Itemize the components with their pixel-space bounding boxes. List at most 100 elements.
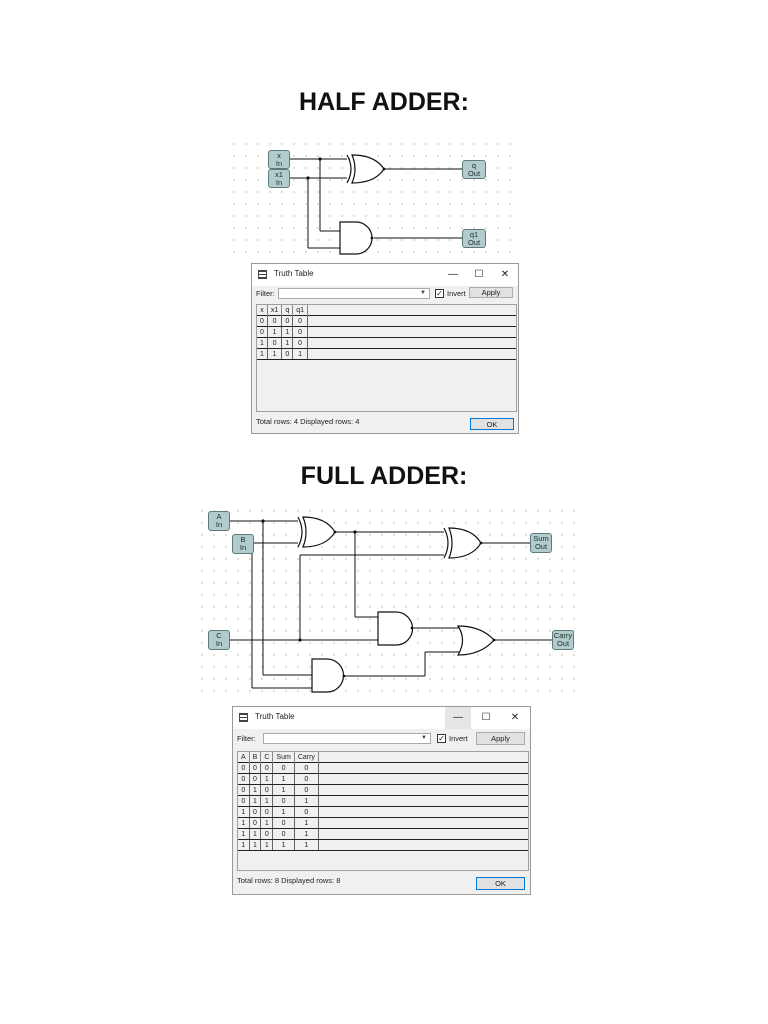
full-adder-canvas[interactable] [196,505,576,700]
filter-label: Filter: [256,289,275,298]
table-cell: 1 [281,326,294,338]
maximize-button[interactable]: ☐ [474,269,484,280]
invert-checkbox[interactable]: ✓ [435,289,444,298]
full-adder-or-gate [456,625,495,656]
table-cell: 0 [292,326,309,338]
header-filler [318,752,528,763]
table-cell: 0 [238,795,250,807]
ok-button[interactable]: OK [470,418,514,430]
apply-button[interactable]: Apply [469,287,513,298]
table-cell: 1 [238,817,250,829]
full-adder-truth-table-dialog[interactable]: Truth Table — ☐ ✕ Filter: ▼ ✓ Invert App… [232,706,531,895]
title-bar[interactable]: Truth Table — ☐ ✕ [252,264,518,286]
table-cell: 1 [257,348,268,360]
filter-combobox[interactable]: ▼ [278,288,430,299]
row-filler [318,773,528,785]
table-cell: 1 [294,817,319,829]
table-cell: 0 [260,828,274,840]
row-filler [318,828,528,840]
column-header[interactable]: q [281,305,294,316]
column-header[interactable]: Sum [272,752,295,763]
apply-button[interactable]: Apply [476,732,525,745]
table-cell: 1 [267,348,283,360]
minimize-button[interactable]: — [448,269,458,280]
table-cell: 0 [272,762,295,774]
table-cell: 0 [260,806,274,818]
column-header[interactable]: B [249,752,262,763]
table-cell: 1 [260,795,274,807]
table-cell: 1 [238,839,250,851]
table-cell: 1 [260,773,274,785]
row-filler [318,795,528,807]
chevron-down-icon: ▼ [421,735,427,741]
table-cell: 1 [249,828,262,840]
maximize-button[interactable]: ☐ [481,712,491,723]
column-header[interactable]: x [257,305,268,316]
table-cell: 0 [294,762,319,774]
column-header[interactable]: q1 [292,305,309,316]
column-header[interactable]: Carry [294,752,319,763]
half-adder-truth-table-dialog[interactable]: Truth Table — ☐ ✕ Filter: ▼ ✓ Invert App… [251,263,519,434]
row-filler [318,784,528,796]
status-text: Total rows: 4 Displayed rows: 4 [256,417,360,426]
filter-combobox[interactable]: ▼ [263,733,431,744]
close-button[interactable]: ✕ [510,712,520,723]
row-filler [307,337,516,349]
table-cell: 0 [272,817,295,829]
close-button[interactable]: ✕ [500,269,510,280]
table-cell: 1 [292,348,309,360]
column-header[interactable]: C [260,752,274,763]
table-cell: 0 [292,315,309,327]
row-filler [318,817,528,829]
dialog-title: Truth Table [255,712,295,721]
column-header[interactable]: A [238,752,250,763]
table-cell: 1 [294,795,319,807]
row-filler [307,326,516,338]
table-cell: 0 [294,773,319,785]
table-cell: 1 [272,773,295,785]
invert-checkbox[interactable]: ✓ [437,734,446,743]
table-cell: 0 [294,784,319,796]
full-adder-xor-gate-1 [297,516,336,548]
full-adder-xor-gate-2 [443,527,482,559]
table-cell: 0 [249,817,262,829]
table-cell: 1 [281,337,294,349]
table-cell: 1 [267,326,283,338]
table-cell: 0 [272,795,295,807]
minimize-button[interactable]: — [445,707,471,729]
title-bar[interactable]: Truth Table — ☐ ✕ [233,707,530,729]
table-icon [239,713,248,722]
ok-button[interactable]: OK [476,877,525,890]
column-header[interactable]: x1 [267,305,283,316]
status-text: Total rows: 8 Displayed rows: 8 [237,876,341,885]
table-cell: 0 [260,762,274,774]
table-cell: 1 [294,839,319,851]
invert-label: Invert [449,734,468,743]
